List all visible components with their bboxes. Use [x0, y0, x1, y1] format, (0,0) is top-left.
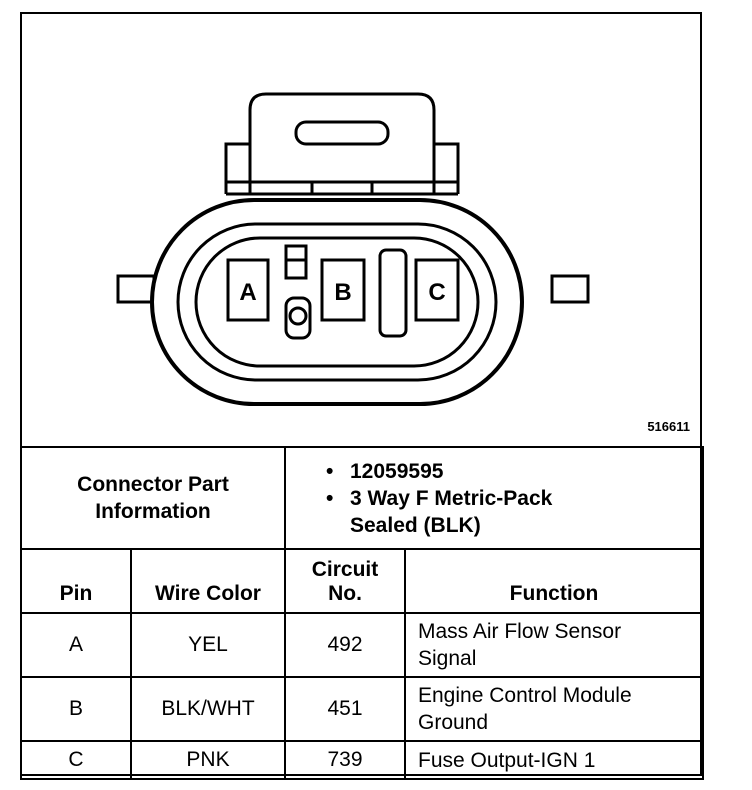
pin-label-b: B: [334, 279, 351, 306]
header-function: Function: [404, 548, 704, 614]
table-row: A YEL 492 Mass Air Flow Sensor Signal: [20, 612, 704, 678]
latch-housing: [224, 92, 460, 196]
right-tab: [550, 274, 590, 304]
connector-info-row: Connector Part Information 12059595 3 Wa…: [20, 446, 704, 550]
pin-cell: C: [20, 740, 132, 780]
pin-cell: B: [20, 676, 132, 742]
header-wire-color: Wire Color: [130, 548, 286, 614]
pinout-table: Connector Part Information 12059595 3 Wa…: [20, 446, 704, 780]
pin-cell: A: [20, 612, 132, 678]
connector-diagram: A B C 516611: [22, 14, 702, 446]
latch-slot: [294, 120, 390, 146]
connector-pinout-figure: A B C 516611 Connector Part Information: [20, 12, 704, 780]
function-cell: Engine Control Module Ground: [404, 676, 704, 742]
connector-seal: [176, 222, 498, 382]
header-pin: Pin: [20, 548, 132, 614]
header-row: Pin Wire Color Circuit No. Function: [20, 548, 704, 614]
connector-info-details: 12059595 3 Way F Metric-Pack Sealed (BLK…: [284, 446, 704, 550]
pin-cavity-c: C: [414, 258, 460, 322]
pin-cavity-b: B: [320, 258, 366, 322]
circuit-cell: 492: [284, 612, 406, 678]
table-row: B BLK/WHT 451 Engine Control Module Grou…: [20, 676, 704, 742]
circuit-cell: 739: [284, 740, 406, 780]
lock-post: [284, 296, 312, 340]
function-cell: Mass Air Flow Sensor Signal: [404, 612, 704, 678]
part-number: 12059595: [326, 458, 702, 485]
header-circuit-no: Circuit No.: [284, 548, 406, 614]
figure-reference-id: 516611: [647, 419, 690, 434]
connector-description: 3 Way F Metric-Pack Sealed (BLK): [326, 485, 702, 539]
pin-label-c: C: [428, 279, 445, 306]
connector-face-drawing: A B C: [116, 92, 590, 406]
pin-label-a: A: [239, 279, 256, 306]
wire-color-cell: PNK: [130, 740, 286, 780]
wire-color-cell: BLK/WHT: [130, 676, 286, 742]
function-cell: Fuse Output-IGN 1: [404, 740, 704, 780]
connector-body: [150, 198, 524, 406]
pin-cavity-a: A: [226, 258, 270, 322]
polarizing-key: [284, 244, 308, 280]
circuit-cell: 451: [284, 676, 406, 742]
connector-info-label: Connector Part Information: [20, 446, 286, 550]
left-tab: [116, 274, 156, 304]
wire-color-cell: YEL: [130, 612, 286, 678]
table-row: C PNK 739 Fuse Output-IGN 1: [20, 740, 704, 780]
connector-cavity: [194, 236, 480, 368]
cavity-divider: [378, 248, 408, 338]
